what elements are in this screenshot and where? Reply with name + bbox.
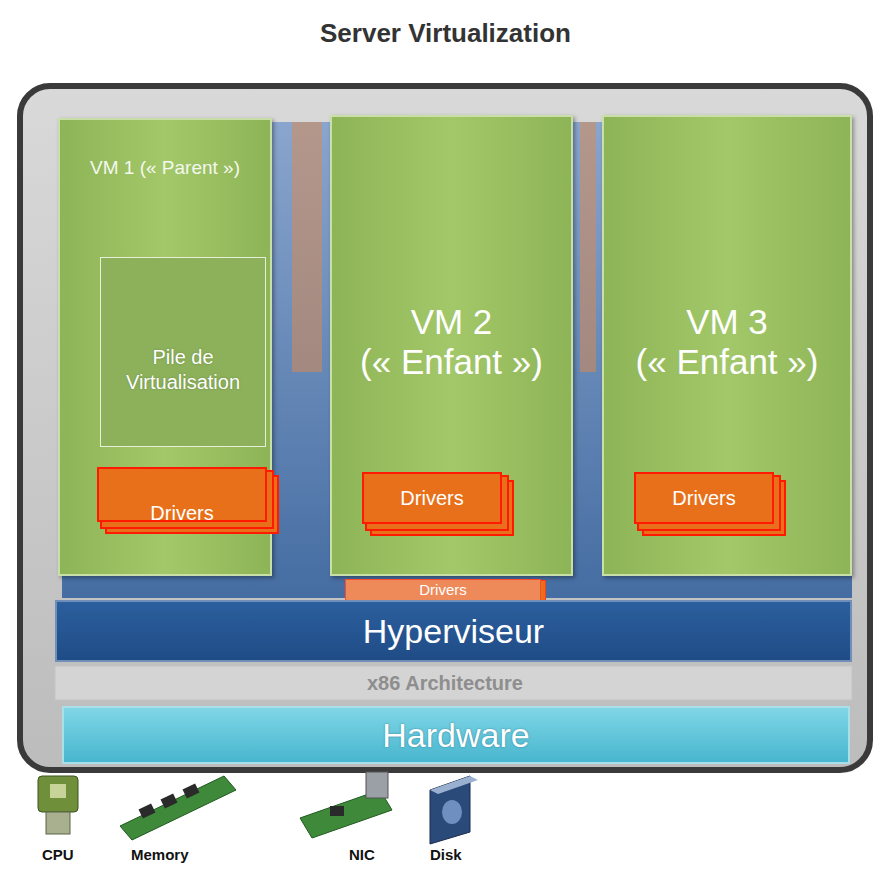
drivers-box: Drivers [362,472,502,524]
drivers-box: Drivers [97,467,267,522]
component-label: NIC [349,846,375,863]
cpu-icon [38,776,78,834]
vm-box: VM 1 (« Parent ») Pile de VirtualisationD… [58,118,272,576]
ghost-strip [580,122,596,372]
component-label: Disk [430,846,462,863]
box-label: VM 3 (« Enfant ») [610,302,845,382]
box-label: Drivers [400,486,463,510]
layer-label: x86 Architecture [367,672,523,695]
ghost-strip [292,122,322,372]
box-label: VM 1 (« Parent ») [90,156,240,180]
component-label: CPU [42,846,74,863]
box-label: Pile de Virtualisation [108,345,258,395]
hardware-band: Hardware [62,706,850,764]
box-label: Drivers [419,581,467,599]
stack-box: Pile de Virtualisation [100,257,266,447]
box-label: Hyperviseur [363,611,544,651]
box-label: Drivers [672,486,735,510]
memory-icon [120,776,236,840]
drivers-box: Drivers [345,579,541,601]
component-label: Memory [131,846,189,863]
vm-box: VM 2 (« Enfant ») Drivers [330,115,573,576]
diagram-title: Server Virtualization [320,18,571,49]
hypervisor-band: Hyperviseur [55,600,852,662]
disk-icon [430,776,478,844]
x86-band [55,666,852,700]
server-frame [20,86,870,770]
nic-icon [300,772,392,838]
box-label: VM 2 (« Enfant ») [334,302,569,382]
vm-box: VM 3 (« Enfant ») Drivers [602,115,852,576]
box-label: Hardware [382,715,529,755]
box-label: Drivers [107,501,257,525]
drivers-box: Drivers [634,472,774,524]
